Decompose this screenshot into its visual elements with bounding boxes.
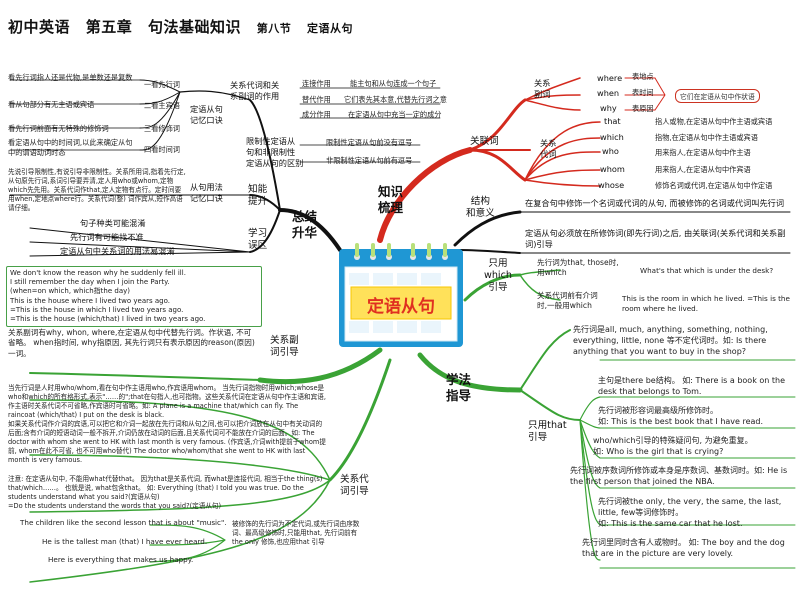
usage-mnemonic-title: 从句用法 记忆口诀 [190, 182, 223, 204]
label-relative-pronouns: 关系 代词 [540, 138, 557, 160]
word-which: which [600, 132, 624, 142]
page-header: 初中英语 第五章 句法基础知识 第八节 定语从句 [8, 16, 363, 37]
mnemonic-tag-4: 四看时间词 [144, 145, 180, 154]
word-who: who [602, 146, 619, 156]
structure-definition: 在复合句中修饰一个名词或代词的从句, 而被修饰的名词或代词叫先行词 [525, 198, 785, 208]
branch-pronoun-guide: 关系代 词引导 [340, 474, 369, 497]
that-rule-7: 先行词里同时含有人或物时。 如: The boy and the dog tha… [582, 538, 785, 558]
mistake-3: 定语从句中关系词的用法易混淆 [60, 246, 175, 256]
which-example-2: This is the room in which he lived. =Thi… [622, 294, 790, 313]
adverb-role: 它们在定语从句中作状语 [675, 89, 760, 103]
function-replace-note: 它们表先其本意,代替先行词之意 [344, 95, 447, 104]
branch-knowledge-up: 知能 提升 [248, 184, 268, 207]
mistake-2: 先行词有可能找不准 [70, 232, 144, 242]
mnemonic-tag-3: 三看修饰词 [144, 124, 180, 133]
note-who: 用来指人,在定语从句中作主语 [655, 148, 751, 157]
which-example-1: What's that which is under the desk? [640, 266, 774, 275]
word-that: that [604, 116, 621, 126]
header-grade: 初中英语 [8, 18, 71, 36]
example-b1: The children like the second lesson that… [20, 518, 227, 527]
mistake-1: 句子种类可能混淆 [80, 218, 146, 228]
restrictive-difference: 限制性定语从 句和非限制性 定语从句的区别 [246, 136, 304, 169]
word-when: when [597, 88, 620, 98]
word-where: where [597, 73, 623, 83]
note-why: 表原因 [632, 104, 654, 113]
word-why: why [600, 103, 617, 113]
branch-summary: 总结 升华 [292, 209, 318, 241]
function-replace: 替代作用 [302, 95, 331, 104]
restrictive-no-comma: 限制性定语从句前没有逗号 [326, 138, 413, 147]
mnemonic-tag-2: 二看主宾语 [144, 101, 180, 110]
function-link-note: 能主句和从句连成一个句子 [350, 79, 437, 88]
branch-mistake: 学习 误区 [248, 228, 268, 251]
branch-relative-word: 关联词 [470, 136, 499, 147]
mnemonic-3: 看先行词前面有无特殊的修饰词 [8, 124, 109, 133]
word-whom: whom [600, 164, 625, 174]
function-component: 成分作用 [302, 110, 331, 119]
mnemonic-2: 看从句部分有无主语或宾语 [8, 100, 95, 109]
header-topic: 句法基础知识 [148, 18, 242, 36]
pronoun-rule-2: 如果关系代词作介词的宾语,可以把它和介词一起放在先行词和从句之间,也可以把介词放… [8, 420, 326, 464]
nonrestrictive-comma: 非限制性定语从句前有逗号 [326, 156, 413, 165]
branch-adverb-guide: 关系副 词引导 [270, 335, 299, 358]
adverb-explanation: 关系副词有why, whon, where,在定语从句中代替先行词。作状语, 不… [8, 328, 255, 358]
header-subtopic: 定语从句 [306, 22, 353, 35]
example-note: 被修饰的先行词为不定代词,或先行词由序数词、最高级修饰时,只能用that, 先行… [232, 520, 360, 546]
calendar-icon [339, 243, 463, 347]
branch-only-which: 只用 which 引导 [484, 258, 512, 293]
note-which: 指物,在定语从句中作主语或宾语 [655, 133, 758, 142]
header-section: 第八节 [256, 22, 292, 35]
pronoun-rule-3: 注意: 在定语从句中, 不能用what代替that。 因为that是关系代词, … [8, 475, 323, 510]
structure-position: 定语从句必须放在所修饰词(即先行词)之后, 由关联词(关系代词和关系副词)引导 [525, 228, 786, 250]
adverb-examples-box: We don't know the reason why he suddenly… [6, 266, 262, 328]
mnemonic-title: 定语从句 记忆口诀 [190, 104, 223, 126]
that-rule-2: 主句是there be结构。 如: There is a book on the… [598, 376, 786, 396]
that-rule-6: 先行词被the only, the very, the same, the la… [598, 497, 782, 528]
example-b2: He is the tallest man (that) I have ever… [42, 537, 208, 546]
which-rule-2: 关系代词前有介词 时,一般用which [537, 291, 598, 311]
pronoun-rule-1: 当先行词是人时用who/whom,看在句中作主语用who,作宾语用whom。 当… [8, 384, 326, 419]
that-rule-3: 先行词被形容词最高级所修饰时。 如: This is the best book… [598, 406, 764, 426]
that-rule-4: who/which引导的特殊疑问句, 为避免重复。 如: Who is the … [593, 436, 753, 456]
mnemonic-tag-1: 一看先行词 [144, 80, 180, 89]
header-chapter: 第五章 [85, 18, 133, 36]
label-relative-adverbs: 关系 副词 [534, 78, 551, 100]
branch-method: 学法 指导 [446, 372, 472, 404]
example-b3: Here is everything that makes us happy. [48, 555, 194, 564]
note-when: 表时间 [632, 88, 654, 97]
pronoun-adverb-function: 关系代词和关 系副词的作用 [230, 80, 280, 102]
branch-knowledge: 知识 梳理 [378, 184, 404, 216]
function-link: 连接作用 [302, 79, 331, 88]
center-title: 定语从句 [367, 297, 435, 317]
note-whom: 用来指人,在定语从句中作宾语 [655, 165, 751, 174]
that-rule-1: 先行词是all, much, anything, something, noth… [573, 325, 768, 356]
mnemonic-1: 看先行词指人还是代物,是单数还是复数 [8, 73, 133, 82]
branch-structure: 结构 和意义 [466, 196, 495, 219]
usage-mnemonic-text: 先说引导限制性,有说引导非限制性。关系所用词,指着先行定,从句原先行词,系词引导… [8, 168, 186, 212]
note-whose: 修饰名词或代词,在定语从句中作定语 [655, 181, 773, 190]
mnemonic-4: 看定语从句中的时间词,以此来确定从句中的谓语动词时态 [8, 138, 133, 157]
branch-red-main [377, 147, 473, 243]
branch-only-that: 只用that 引导 [528, 420, 567, 443]
function-component-note: 在定语从句中充当一定的成分 [348, 110, 442, 119]
note-where: 表地点 [632, 72, 654, 81]
note-that: 指人或物,在定语从句中作主语或宾语 [655, 117, 773, 126]
that-rule-5: 先行词被序数词所修饰或本身是序数词、基数词时。如: He is the firs… [570, 466, 788, 486]
word-whose: whose [598, 180, 625, 190]
which-rule-1: 先行词为that, those时, 用which [537, 258, 619, 278]
